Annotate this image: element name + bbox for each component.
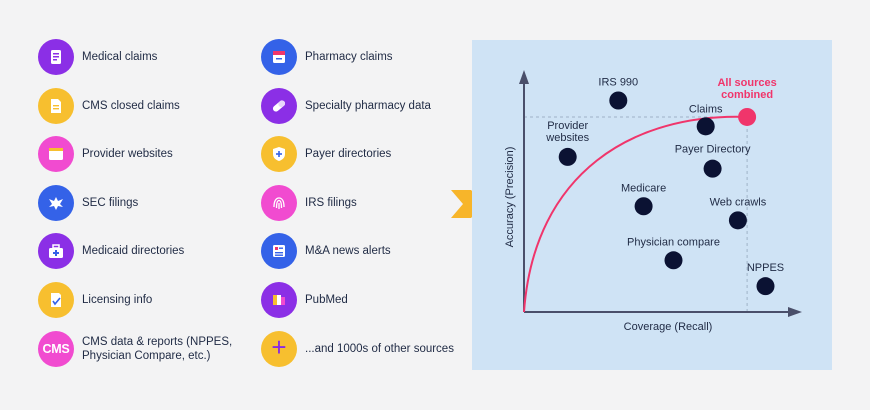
plus-symbol: + <box>271 332 287 363</box>
source-item: IRS filings <box>261 184 454 222</box>
data-point <box>728 211 747 230</box>
source-label: M&A news alerts <box>305 245 391 258</box>
source-label: Medical claims <box>82 51 158 63</box>
medical-bag-icon <box>38 233 74 270</box>
document-icon <box>38 87 74 124</box>
source-label: Medicaid directories <box>82 245 185 258</box>
data-point-label: Physician compare <box>627 236 720 248</box>
source-label: SEC filings <box>82 196 139 209</box>
data-point <box>664 251 683 270</box>
source-label: Licensing info <box>82 293 153 306</box>
source-item: Medicaid directories <box>38 232 232 270</box>
data-point <box>703 159 722 178</box>
x-axis-arrowhead <box>788 307 802 317</box>
source-item: Pharmacy claims <box>261 38 454 76</box>
eagle-seal-icon <box>38 184 74 221</box>
shield-plus-icon <box>261 136 297 173</box>
source-label: CMS data & reports (NPPES,Physician Comp… <box>82 335 233 362</box>
pubmed-logo-icon <box>261 281 297 318</box>
data-point <box>756 277 775 296</box>
data-point <box>558 147 577 166</box>
data-point <box>609 91 628 110</box>
data-point-label: Payer Directory <box>675 144 751 156</box>
data-point-label: Medicare <box>621 182 666 194</box>
source-item: PubMed <box>261 281 454 319</box>
data-point-label: NPPES <box>747 262 784 274</box>
source-item: Payer directories <box>261 135 454 173</box>
source-item: Provider websites <box>38 135 232 173</box>
browser-window-icon <box>38 136 74 173</box>
source-item: SEC filings <box>38 184 232 222</box>
medical-claims-icon <box>38 39 74 75</box>
source-item: Medical claims <box>38 38 232 76</box>
certificate-icon <box>38 281 74 318</box>
news-icon <box>261 233 297 270</box>
source-label: Pharmacy claims <box>305 51 393 63</box>
source-label: Specialty pharmacy data <box>305 99 431 112</box>
source-label: IRS filings <box>305 196 357 209</box>
source-item: M&A news alerts <box>261 232 454 270</box>
accuracy-coverage-chart: Coverage (Recall) Accuracy (Precision) IRS… <box>472 40 832 370</box>
source-item: + ...and 1000s of other sources <box>261 330 454 368</box>
pharmacy-card-icon <box>261 39 297 75</box>
source-item: Licensing info <box>38 281 232 319</box>
x-axis-label: Coverage (Recall) <box>624 321 713 333</box>
source-label: ...and 1000s of other sources <box>305 342 454 355</box>
source-label: PubMed <box>305 293 348 306</box>
chart-svg: Coverage (Recall) Accuracy (Precision) IRS… <box>504 70 802 333</box>
y-axis-arrowhead <box>519 70 529 84</box>
data-point-label: Claims <box>689 103 723 115</box>
source-label: Provider websites <box>82 148 173 161</box>
source-item: CMS closed claims <box>38 87 232 125</box>
source-label: Payer directories <box>305 148 392 161</box>
data-point-label: Web crawls <box>710 196 767 208</box>
source-item: Specialty pharmacy data <box>261 87 454 125</box>
plus-icon: + <box>261 330 297 367</box>
data-point <box>634 197 653 216</box>
cms-logo-icon: CMS <box>38 330 74 367</box>
pill-icon <box>261 87 297 124</box>
source-item: CMS CMS data & reports (NPPES,Physician C… <box>38 330 232 368</box>
y-axis-label: Accuracy (Precision) <box>504 147 516 248</box>
cms-logo-text: CMS <box>42 341 70 356</box>
source-label: CMS closed claims <box>82 99 180 112</box>
fingerprint-icon <box>261 184 297 221</box>
highlight-point <box>738 107 757 126</box>
data-point-label: IRS 990 <box>598 77 638 89</box>
data-point <box>696 117 715 136</box>
